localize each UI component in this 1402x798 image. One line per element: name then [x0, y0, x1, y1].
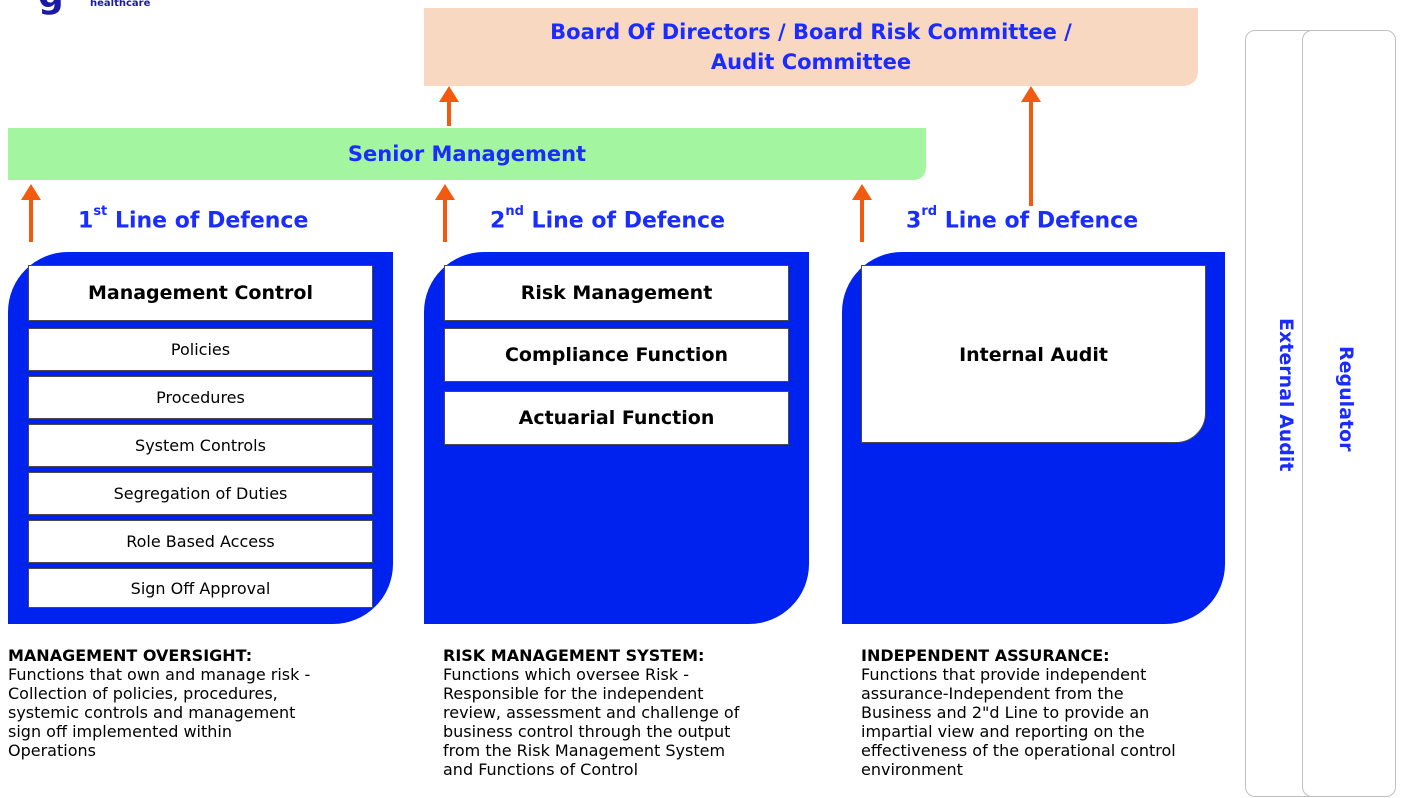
list-item: Sign Off Approval — [28, 568, 373, 608]
arrow-up-icon — [852, 184, 872, 242]
board-line-1: Board Of Directors / Board Risk Committe… — [550, 20, 1072, 44]
arrow-up-icon — [1021, 86, 1041, 206]
logo-text: healthcare — [90, 0, 151, 9]
line-title-1: 1st Line of Defence — [78, 204, 309, 234]
list-item: System Controls — [28, 424, 373, 467]
internal-audit-box: Internal Audit — [861, 265, 1206, 443]
arrow-up-icon — [439, 86, 459, 126]
external-audit-label: External Audit — [1275, 318, 1297, 472]
list-item: Segregation of Duties — [28, 472, 373, 515]
logo-mark: g — [38, 0, 64, 14]
list-item: Role Based Access — [28, 520, 373, 563]
line-title-2: 2nd Line of Defence — [490, 204, 725, 234]
board-line-2: Audit Committee — [710, 50, 912, 74]
actuarial-function-box: Actuarial Function — [444, 391, 789, 445]
line-title-3: 3rd Line of Defence — [906, 204, 1139, 234]
regulator-box — [1302, 30, 1396, 797]
arrow-up-icon — [21, 184, 41, 242]
line-3-description: INDEPENDENT ASSURANCE: Functions that pr… — [861, 646, 1176, 779]
risk-management-box: Risk Management — [444, 265, 789, 321]
regulator-label: Regulator — [1335, 346, 1357, 452]
line-2-description: RISK MANAGEMENT SYSTEM: Functions which … — [443, 646, 740, 779]
board-box: Board Of Directors / Board Risk Committe… — [424, 8, 1198, 86]
senior-management-box: Senior Management — [8, 128, 926, 180]
list-item: Policies — [28, 328, 373, 371]
management-control-box: Management Control — [28, 265, 373, 321]
compliance-function-box: Compliance Function — [444, 328, 789, 382]
arrow-up-icon — [435, 184, 455, 242]
line-1-description: MANAGEMENT OVERSIGHT: Functions that own… — [8, 646, 311, 760]
senior-management-label: Senior Management — [347, 142, 587, 166]
list-item: Procedures — [28, 376, 373, 419]
